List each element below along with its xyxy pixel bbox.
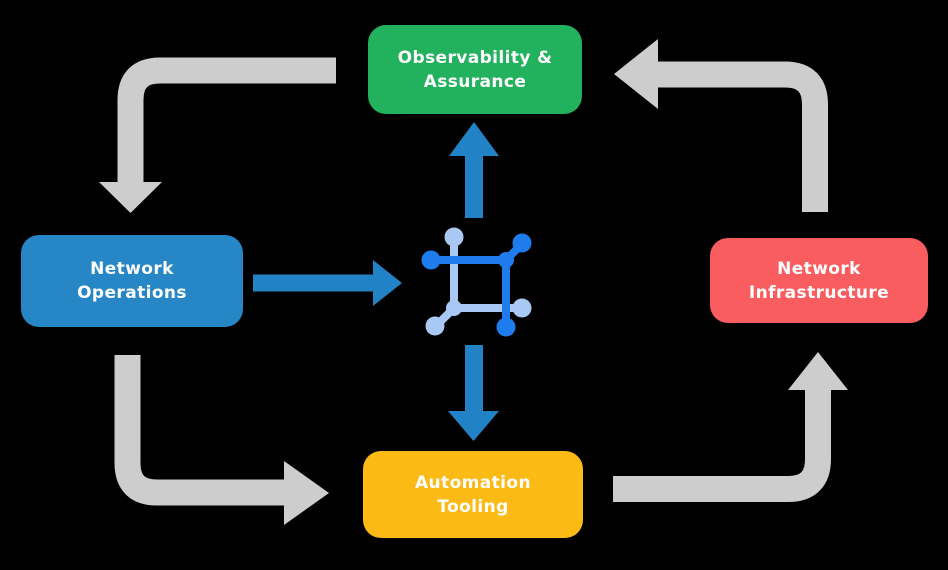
node-label-line: Automation [415, 472, 531, 493]
node-label-line: Observability & [397, 47, 553, 68]
network-automation-icon [421, 227, 532, 337]
node-network-infrastructure: Network Infrastructure [710, 238, 928, 323]
node-label-line: Network [777, 258, 861, 279]
node-label-line: Assurance [423, 71, 527, 92]
node-automation-tooling: Automation Tooling [363, 451, 583, 538]
arrow-operations-to-center [253, 260, 402, 306]
node-label-line: Network [90, 259, 174, 279]
node-label-line: Infrastructure [748, 282, 890, 303]
arrow-observability-to-operations [99, 57, 336, 213]
arrow-operations-to-automation [114, 355, 329, 525]
arrow-automation-to-infrastructure [613, 352, 848, 502]
node-label-line: Operations [77, 283, 187, 303]
node-observability-assurance: Observability & Assurance [368, 25, 582, 114]
node-label-line: Tooling [437, 496, 509, 517]
arrow-center-to-observability [449, 122, 499, 218]
arrow-center-to-automation [448, 345, 499, 441]
node-network-operations: Network Operations [21, 235, 243, 327]
arrow-infrastructure-to-observability [614, 39, 828, 212]
